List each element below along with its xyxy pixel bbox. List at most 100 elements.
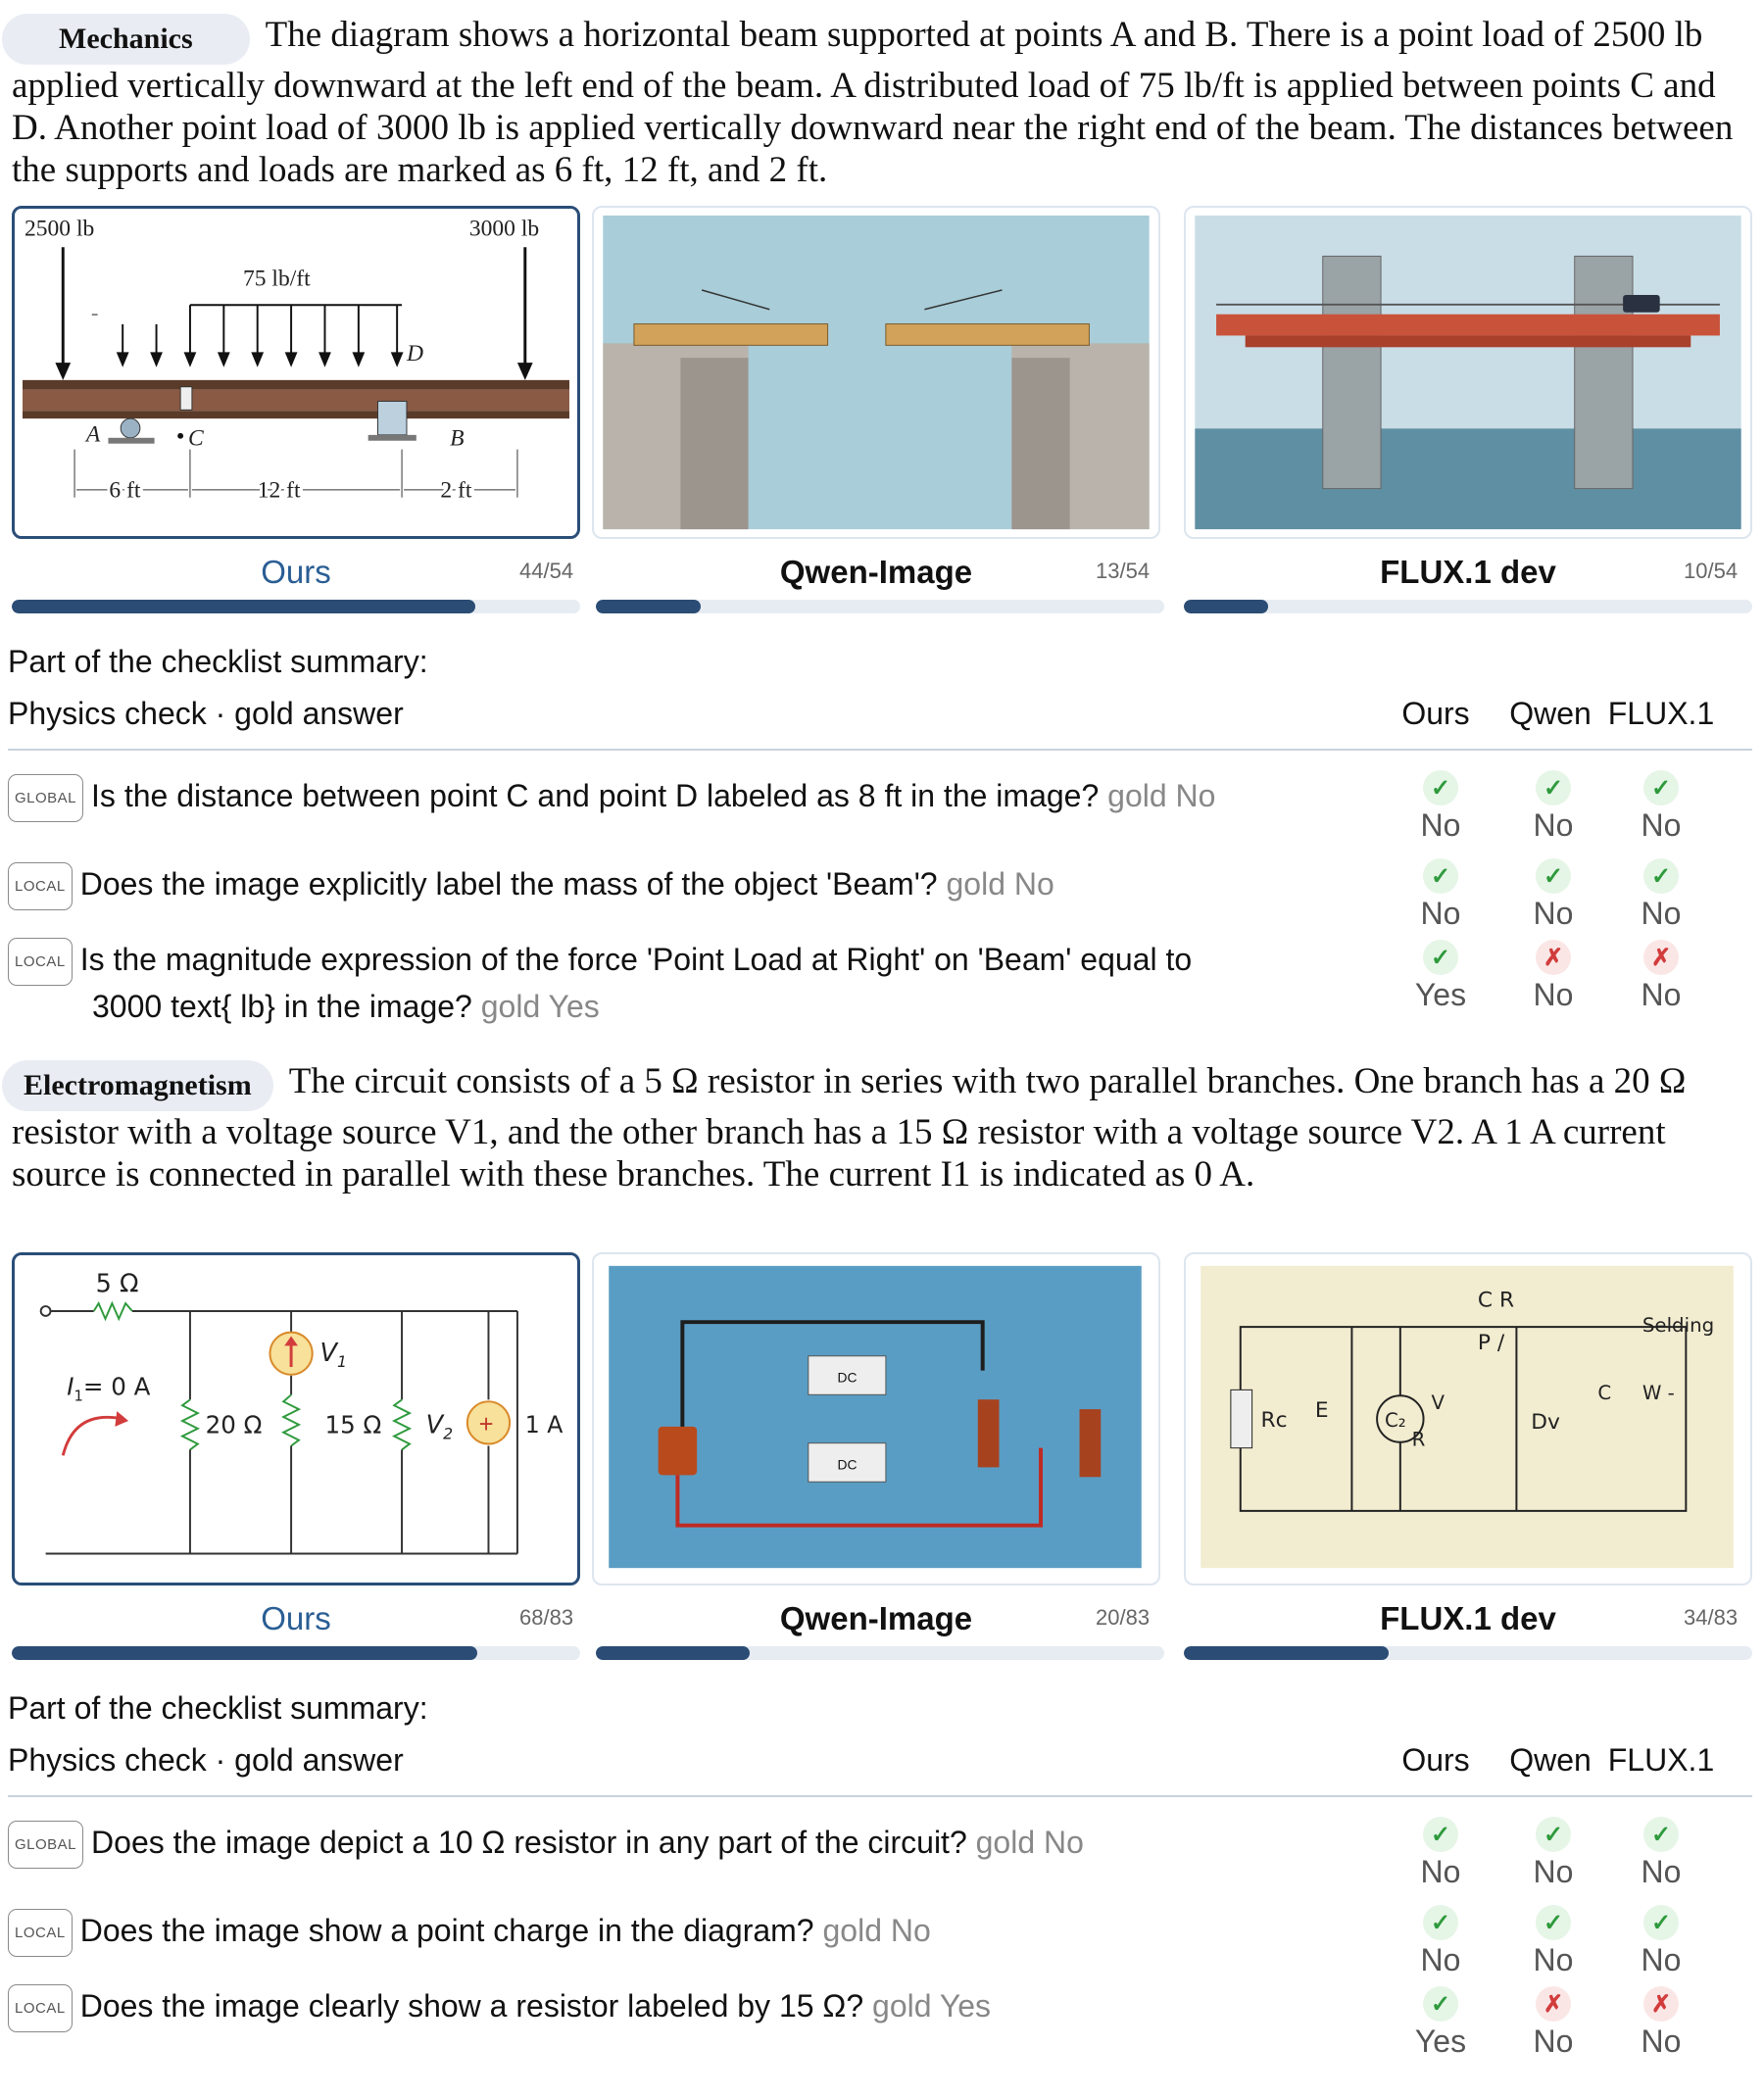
scope-tag: GLOBAL: [8, 1821, 84, 1869]
check-header: Physics check · gold answer: [8, 696, 404, 731]
dc-label: DC: [837, 1456, 857, 1472]
ours-image-panel: 2500 lb 3000 lb 75 lb/ft D: [12, 206, 580, 539]
flux-score-bar-fill: [1184, 600, 1268, 613]
flux-e-label: E: [1315, 1398, 1329, 1423]
svg-text:+: +: [479, 1411, 494, 1439]
check-icon: ✓: [1643, 1817, 1679, 1852]
header-rule: [8, 749, 1752, 751]
v1-label: V: [320, 1339, 339, 1368]
answer-text: No: [1641, 1854, 1682, 1889]
answer-text: No: [1533, 896, 1574, 931]
answer-text: No: [1533, 807, 1574, 843]
cross-icon: ✗: [1536, 940, 1571, 975]
left-load-label: 2500 lb: [24, 217, 94, 242]
flux-v-label: V: [1431, 1391, 1445, 1414]
check-icon: ✓: [1643, 1905, 1679, 1940]
qwen-beam-illustration: [603, 215, 1150, 530]
qwen-score-bar-fill: [596, 600, 702, 613]
answer-cell: ✓Yes: [1392, 1986, 1490, 2060]
answer-text: No: [1533, 1942, 1574, 1977]
flux-c2-label: C₂: [1385, 1409, 1406, 1432]
answer-text: No: [1641, 977, 1682, 1012]
flux-r-label: R: [1412, 1429, 1426, 1451]
answer-cell: ✓No: [1392, 1905, 1490, 1978]
dim-6ft: 6 ft: [109, 478, 141, 504]
header-rule: [8, 1795, 1752, 1797]
summary-title: Part of the checklist summary:: [8, 644, 428, 679]
qwen-image-panel: DC DC: [592, 1252, 1160, 1585]
v2-label: V: [426, 1411, 445, 1440]
answer-cell: ✓No: [1612, 1905, 1710, 1978]
beam-diagram: 2500 lb 3000 lb 75 lb/ft D: [17, 209, 575, 536]
flux-bridge-illustration: [1195, 215, 1741, 530]
scope-tag: LOCAL: [8, 938, 73, 986]
right-load-label: 3000 lb: [469, 217, 539, 242]
flux-model-label: FLUX.1 dev: [1380, 554, 1556, 590]
svg-text:V2: V2: [426, 1411, 453, 1443]
qwen-score-bar: [596, 600, 1164, 613]
answer-text: No: [1641, 896, 1682, 931]
check-icon: ✓: [1423, 1817, 1458, 1852]
check-icon: ✓: [1423, 1905, 1458, 1940]
flux-selding-label: Selding: [1642, 1314, 1714, 1337]
flux-score-bar: [1184, 1646, 1752, 1660]
scope-tag: GLOBAL: [8, 774, 84, 822]
question-text: Does the image clearly show a resistor l…: [79, 1987, 864, 2024]
answer-cell: ✓No: [1612, 858, 1710, 932]
current-source-label: 1 A: [525, 1411, 564, 1439]
answer-text: Yes: [1414, 2024, 1467, 2059]
answer-cell: ✓No: [1504, 1905, 1602, 1978]
question-text: Is the distance between point C and poin…: [91, 777, 1100, 813]
check-icon: ✓: [1536, 770, 1571, 805]
check-header: Physics check · gold answer: [8, 1742, 404, 1778]
gold-answer: gold No: [1107, 777, 1216, 813]
col-head-flux: FLUX.1: [1607, 696, 1715, 731]
qwen-image-panel: [592, 206, 1160, 539]
answer-text: No: [1420, 807, 1461, 843]
question-text: Does the image explicitly label the mass…: [79, 865, 938, 902]
col-head-ours: Ours: [1401, 696, 1470, 731]
question-text: Is the magnitude expression of the force…: [79, 941, 1193, 977]
svg-text:V1: V1: [320, 1339, 347, 1371]
prompt-text: The circuit consists of a 5 Ω resistor i…: [12, 1061, 1687, 1195]
answer-cell: ✗No: [1612, 940, 1710, 1013]
cross-icon: ✗: [1643, 1986, 1679, 2022]
answer-text: No: [1533, 977, 1574, 1012]
answer-cell: ✓No: [1392, 1817, 1490, 1890]
dc-label: DC: [837, 1369, 857, 1385]
gold-answer: gold Yes: [872, 1987, 992, 2024]
flux-w-label: W -: [1642, 1382, 1675, 1404]
gold-answer: gold No: [822, 1912, 931, 1948]
answer-text: Yes: [1414, 977, 1467, 1012]
ours-score: 68/83: [519, 1605, 574, 1630]
answer-text: No: [1533, 1854, 1574, 1889]
answer-cell: ✓Yes: [1392, 940, 1490, 1013]
question-text: Does the image show a point charge in th…: [79, 1912, 814, 1948]
prompt-text: The diagram shows a horizontal beam supp…: [12, 15, 1734, 190]
summary-title: Part of the checklist summary:: [8, 1690, 428, 1726]
flux-image-panel: [1184, 206, 1752, 539]
topic-badge: Mechanics: [2, 14, 250, 65]
check-icon: ✓: [1423, 1986, 1458, 2022]
answer-cell: ✓No: [1504, 1817, 1602, 1890]
answer-text: No: [1533, 2024, 1574, 2059]
gold-answer: gold No: [946, 865, 1054, 902]
flux-score: 34/83: [1684, 1605, 1739, 1630]
qwen-model-label: Qwen-Image: [779, 554, 973, 590]
ours-model-label: Ours: [261, 554, 331, 590]
topic-badge: Electromagnetism: [2, 1060, 273, 1111]
check-icon: ✓: [1536, 1905, 1571, 1940]
r5-label: 5 Ω: [96, 1269, 139, 1298]
answer-text: No: [1420, 1942, 1461, 1977]
flux-circuit-illustration: C R P / Selding Rc E C₂ V R Dv C W -: [1200, 1265, 1734, 1569]
flux-image-panel: C R P / Selding Rc E C₂ V R Dv C W -: [1184, 1252, 1752, 1585]
flux-dv-label: Dv: [1531, 1410, 1560, 1435]
point-b-label: B: [450, 426, 464, 452]
answer-text: No: [1420, 1854, 1461, 1889]
ours-score: 44/54: [519, 559, 574, 583]
